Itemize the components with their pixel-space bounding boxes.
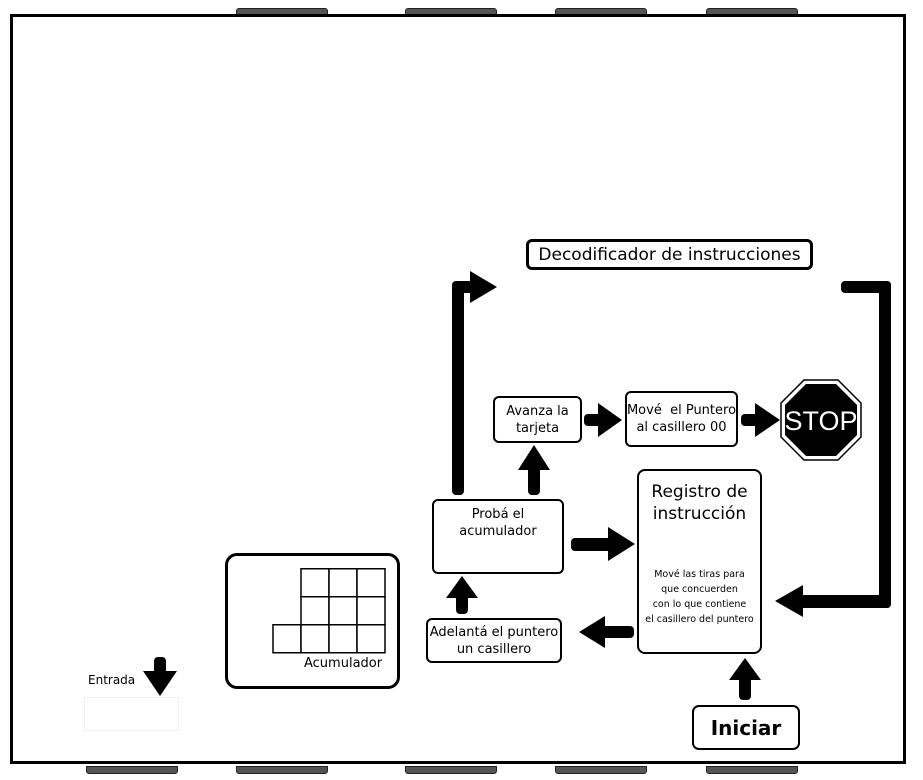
arrowhead-to-advance-pointer — [579, 616, 605, 648]
arrowhead-to-advance-card — [518, 445, 550, 470]
decoder-title-box: Decodificador de instrucciones — [526, 239, 813, 270]
accumulator-grid — [272, 568, 386, 654]
arrowhead-to-register-from-test — [608, 527, 635, 561]
arrowhead-to-decoder — [470, 271, 497, 303]
advance-card-line-2: tarjeta — [515, 420, 560, 436]
start-button[interactable]: Iniciar — [692, 705, 800, 750]
decoder-title: Decodificador de instrucciones — [538, 244, 801, 265]
bottom-tab-3 — [405, 766, 497, 774]
stop-sign: STOP — [780, 379, 862, 461]
move-pointer-line-2: al casillero 00 — [636, 420, 727, 435]
bottom-tab-1 — [86, 766, 178, 774]
connector-decoder-right — [841, 281, 891, 293]
arrowhead-input — [143, 671, 177, 696]
advance-card-box: Avanza la tarjeta — [493, 396, 582, 443]
register-title-line-2: instrucción — [652, 504, 747, 524]
advance-card-line-1: Avanza la — [506, 403, 569, 419]
input-label: Entrada — [88, 673, 136, 687]
move-pointer-line-1: Mové el Puntero — [626, 403, 737, 418]
connector-vertical-left — [452, 283, 464, 495]
register-body-line-4: el casillero del puntero — [645, 614, 754, 625]
bottom-tab-5 — [706, 766, 798, 774]
accumulator-label: Acumulador — [304, 656, 383, 671]
advance-pointer-line-1: Adelantá el puntero — [429, 624, 559, 640]
connector-vertical-right — [879, 281, 891, 608]
bottom-tab-2 — [236, 766, 328, 774]
bottom-tab-4 — [555, 766, 647, 774]
connector-to-register — [800, 595, 891, 608]
arrowhead-to-test — [446, 576, 478, 598]
arrowhead-to-register — [775, 585, 803, 617]
register-body-line-1: Mové las tiras para — [654, 569, 745, 580]
register-body-line-3: con lo que contiene — [652, 599, 747, 610]
start-button-label: Iniciar — [710, 715, 782, 740]
test-accumulator-line-2: acumulador — [459, 524, 537, 539]
instruction-register-box: Registro de instrucción Mové las tiras p… — [637, 469, 762, 654]
arrowhead-to-move-pointer — [598, 403, 622, 437]
stop-sign-text: STOP — [784, 406, 857, 436]
advance-pointer-box: Adelantá el puntero un casillero — [426, 618, 562, 663]
advance-pointer-line-2: un casillero — [456, 641, 532, 657]
move-pointer-box: Mové el Puntero al casillero 00 — [625, 391, 738, 447]
input-slot[interactable] — [84, 697, 179, 731]
test-accumulator-box: Probá el acumulador — [432, 499, 564, 574]
arrowhead-to-register-from-start — [729, 658, 761, 680]
connector-top-left — [452, 281, 474, 293]
test-accumulator-line-1: Probá el — [471, 507, 525, 522]
register-title-line-1: Registro de — [651, 482, 748, 502]
register-body-line-2: que concuerden — [661, 584, 738, 595]
arrowhead-to-stop — [755, 403, 780, 437]
